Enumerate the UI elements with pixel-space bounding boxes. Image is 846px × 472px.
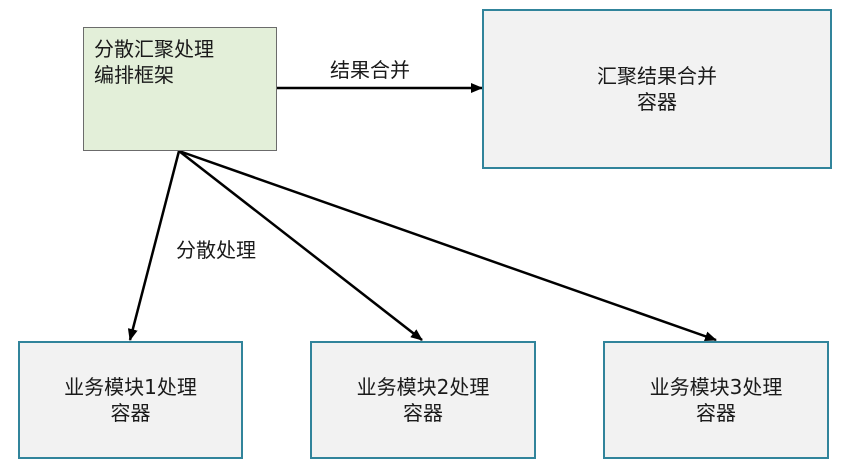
module-1-container-box: 业务模块1处理 容器 xyxy=(18,341,243,459)
module-2-title-line1: 业务模块2处理 xyxy=(356,375,490,399)
orchestration-framework-box: 分散汇聚处理 编排框架 xyxy=(83,27,277,151)
module-1-title-line2: 容器 xyxy=(110,401,151,425)
scatter-arrow-module-1 xyxy=(127,150,181,341)
module-3-container-box: 业务模块3处理 容器 xyxy=(603,341,829,459)
module-2-container-label: 业务模块2处理 容器 xyxy=(357,374,490,426)
merge-edge-label: 结果合并 xyxy=(330,58,410,82)
module-1-title-line1: 业务模块1处理 xyxy=(64,375,197,399)
orchestration-framework-title-line2: 编排框架 xyxy=(94,63,174,87)
aggregation-container-title-line1: 汇聚结果合并 xyxy=(597,64,717,88)
aggregation-container-box: 汇聚结果合并 容器 xyxy=(482,9,832,169)
module-3-title-line2: 容器 xyxy=(695,401,736,425)
module-2-title-line2: 容器 xyxy=(402,401,443,425)
orchestration-framework-title-line1: 分散汇聚处理 xyxy=(94,37,214,61)
module-3-container-label: 业务模块3处理 容器 xyxy=(650,374,783,426)
module-1-container-label: 业务模块1处理 容器 xyxy=(64,374,197,426)
aggregation-container-label: 汇聚结果合并 容器 xyxy=(597,63,717,115)
aggregation-container-title-line2: 容器 xyxy=(637,90,677,114)
scatter-arrow-module-3 xyxy=(178,149,717,342)
module-2-container-box: 业务模块2处理 容器 xyxy=(310,341,536,459)
scatter-arrow-module-2 xyxy=(178,150,423,341)
module-3-title-line1: 业务模块3处理 xyxy=(649,375,783,399)
scatter-edge-label: 分散处理 xyxy=(176,238,256,262)
